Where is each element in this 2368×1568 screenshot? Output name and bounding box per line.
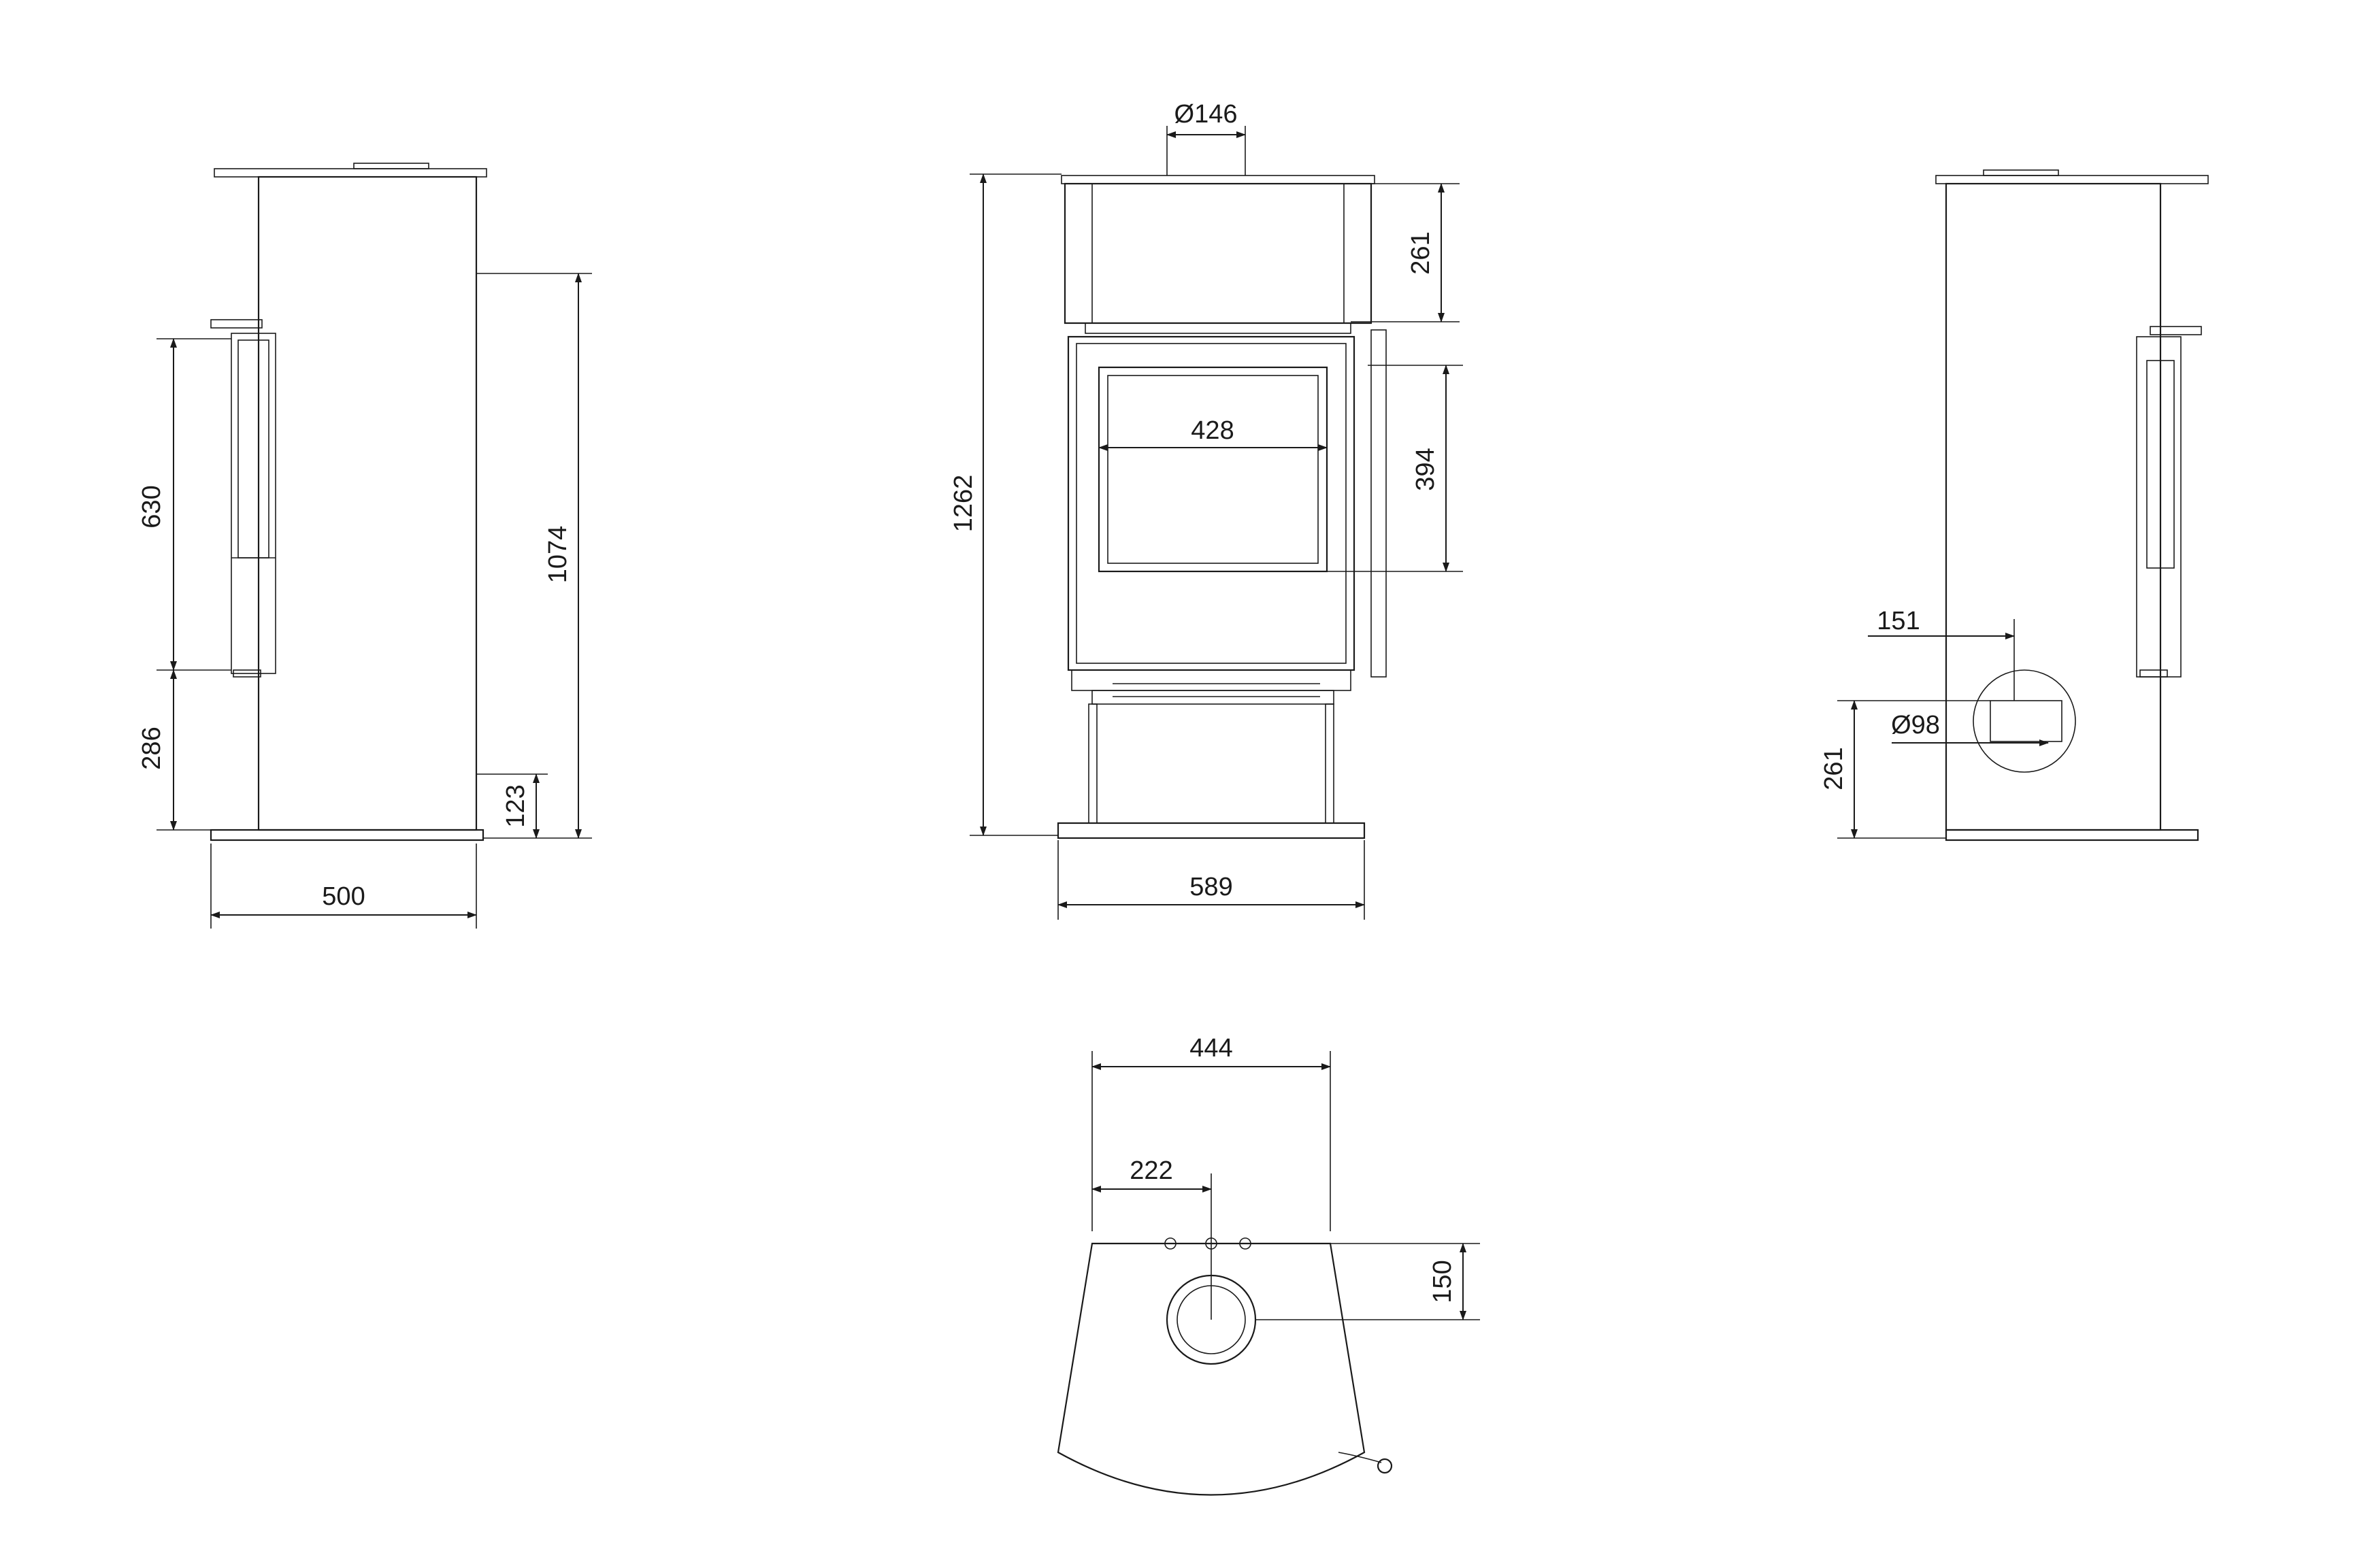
dim-diameter-146: Ø146: [1174, 100, 1238, 129]
dim-150: 150: [1428, 1260, 1457, 1303]
front-view: Ø146 1262 261 394 428 589: [949, 100, 1463, 920]
dim-151: 151: [1877, 607, 1920, 635]
dim-1262: 1262: [949, 475, 978, 533]
top-view: 444 222 150: [1057, 1034, 1480, 1496]
dim-428: 428: [1191, 416, 1234, 445]
dim-286: 286: [137, 727, 166, 769]
dim-1074: 1074: [544, 526, 572, 584]
dim-261-top: 261: [1407, 231, 1435, 274]
dim-222: 222: [1130, 1156, 1172, 1185]
dim-444: 444: [1189, 1034, 1232, 1063]
dim-diameter-98: Ø98: [1891, 711, 1940, 739]
dim-123: 123: [501, 784, 530, 827]
left-side-view: 630 286 1074 123 500: [137, 163, 592, 929]
dim-261-air: 261: [1820, 747, 1848, 790]
dim-500: 500: [322, 882, 365, 911]
dim-589: 589: [1189, 873, 1232, 901]
right-side-view: 151 Ø98 261: [1820, 169, 2209, 841]
dim-630: 630: [137, 485, 166, 528]
dim-394: 394: [1411, 448, 1440, 490]
